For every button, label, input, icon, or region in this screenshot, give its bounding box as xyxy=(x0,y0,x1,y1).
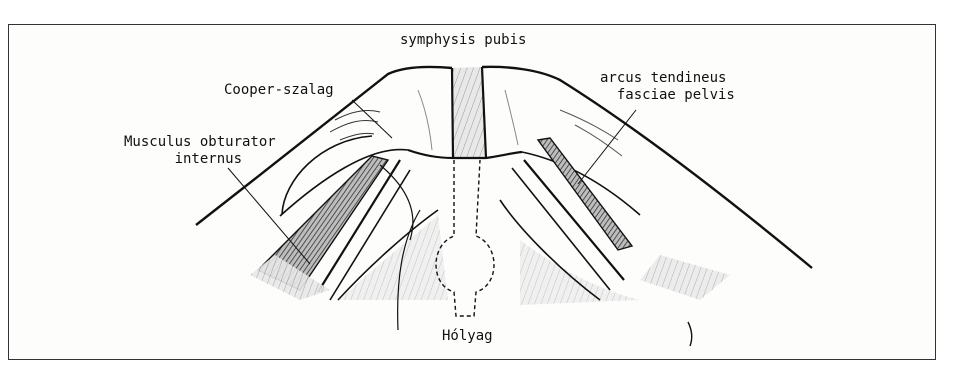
arcus-leader xyxy=(578,110,636,184)
label-bladder: Hólyag xyxy=(442,328,493,345)
cooper-leader xyxy=(352,100,392,138)
label-arcus-tendineus: arcus tendineus fasciae pelvis xyxy=(600,70,735,104)
obturator-leader xyxy=(228,168,310,264)
label-symphysis-pubis: symphysis pubis xyxy=(400,32,526,49)
label-cooper-ligament: Cooper-szalag xyxy=(224,82,334,99)
symphysis-band xyxy=(452,67,486,158)
label-obturator-internus: Musculus obturator internus xyxy=(124,134,276,168)
